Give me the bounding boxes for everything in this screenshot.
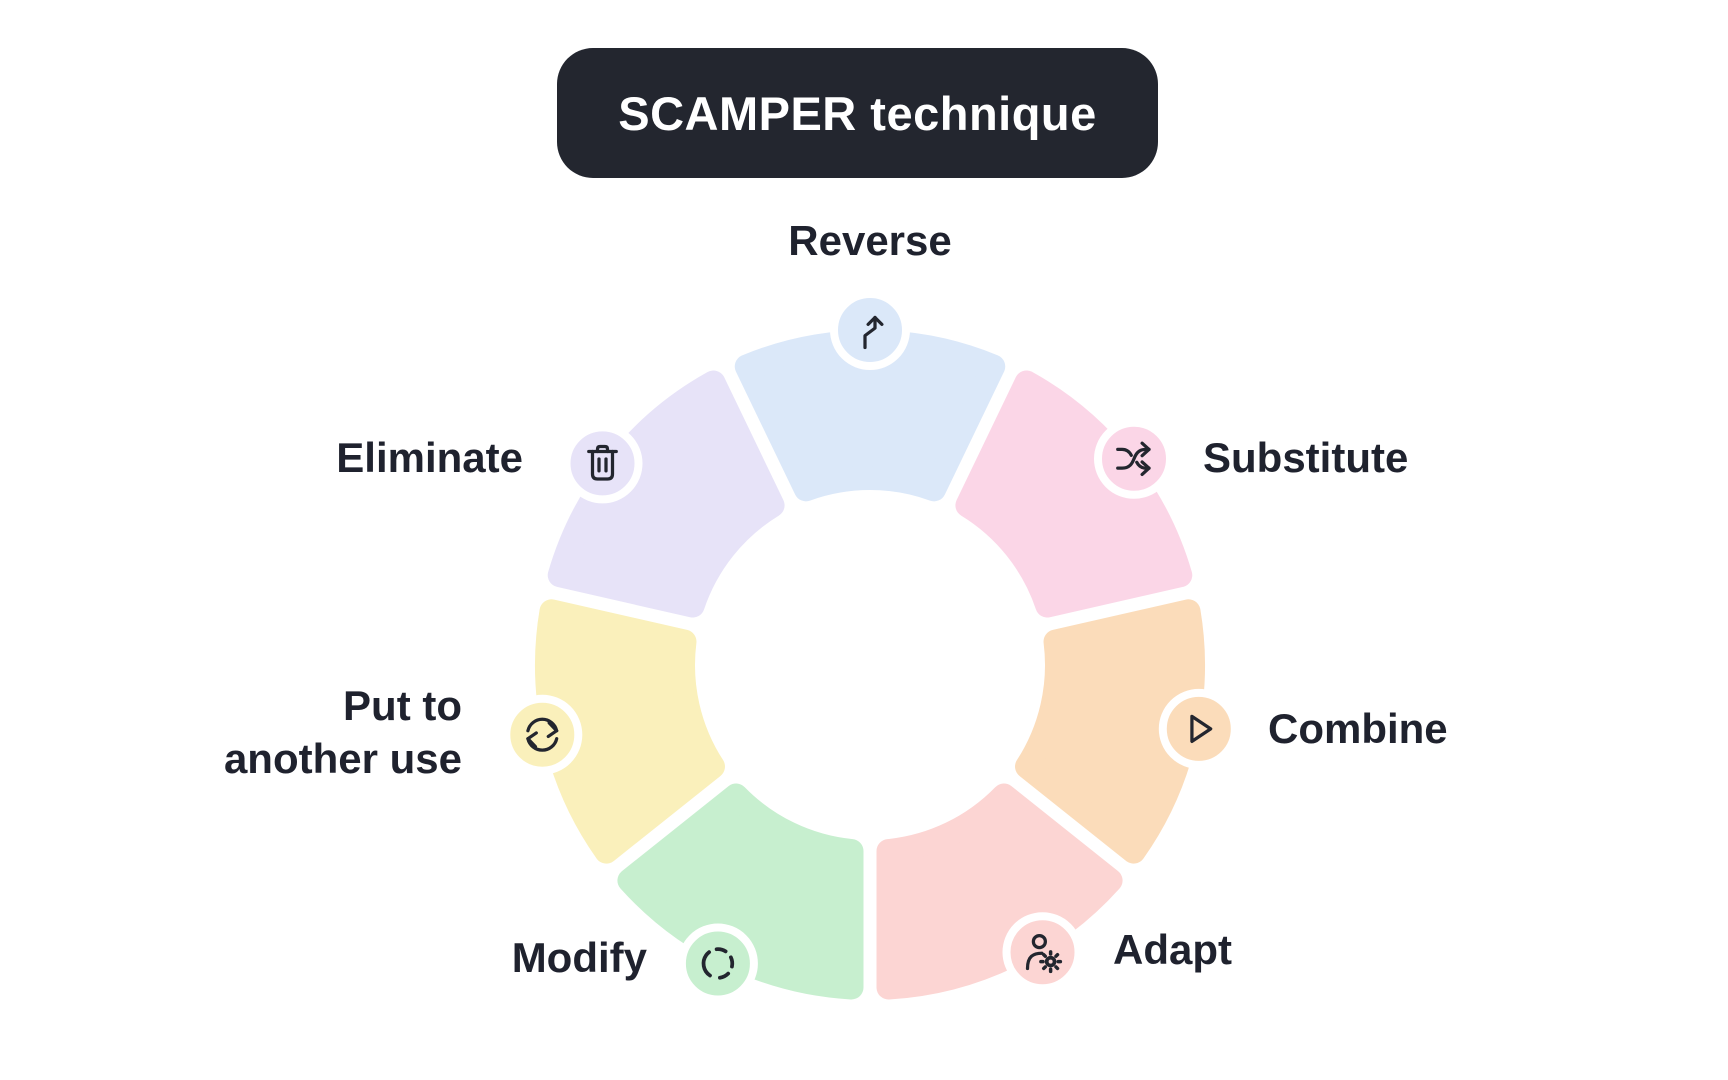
label-combine: Combine	[1268, 705, 1448, 752]
segment-modify	[617, 783, 864, 1000]
eliminate-icon-circle	[562, 423, 643, 504]
label-substitute: Substitute	[1203, 434, 1409, 481]
segment-reverse	[734, 330, 1006, 502]
combine-icon-circle	[1158, 688, 1239, 769]
label-adapt: Adapt	[1113, 926, 1232, 973]
put-to-another-use-icon-circle	[502, 694, 583, 775]
play-triangle-icon	[1190, 714, 1213, 744]
segment-eliminate	[547, 370, 785, 618]
page-title: SCAMPER technique	[618, 86, 1097, 140]
user-gear-icon	[1025, 933, 1063, 974]
label-put-to-another-use: Put to another use	[223, 682, 462, 782]
modify-icon-circle	[677, 923, 758, 1004]
segment-combine	[1015, 599, 1205, 864]
label-eliminate: Eliminate	[336, 434, 523, 481]
label-modify: Modify	[511, 934, 647, 981]
route-up-arrow-icon	[863, 315, 884, 350]
sync-arrows-icon	[526, 717, 559, 752]
trash-icon	[587, 444, 618, 481]
dashed-circle-icon	[701, 947, 735, 980]
label-reverse: Reverse	[788, 217, 952, 264]
segment-substitute	[955, 370, 1193, 618]
shuffle-icon	[1116, 441, 1151, 477]
segment-put-to-another-use	[535, 599, 725, 864]
title-pill: SCAMPER technique	[557, 48, 1158, 178]
